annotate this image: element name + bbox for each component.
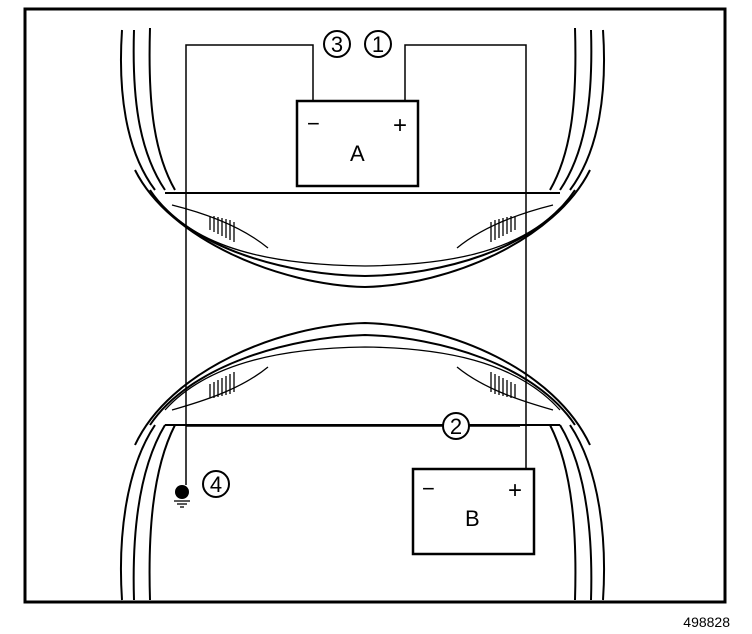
headlight-grille-left: [209, 216, 235, 242]
callout-3: 3: [323, 30, 351, 58]
figure-reference-code: 498828: [683, 614, 730, 630]
headlight-grille-bottom-left: [209, 372, 235, 398]
battery-a: − + A: [295, 99, 420, 188]
vehicle-bottom: [119, 321, 606, 601]
cable-1: [404, 44, 527, 469]
headlight-grille-bottom-right: [490, 372, 516, 398]
svg-text:4: 4: [210, 472, 222, 497]
battery-b: − + B: [411, 467, 536, 556]
cable-3: [185, 44, 314, 485]
battery-b-plus: +: [508, 477, 522, 504]
ground-icon: [174, 485, 190, 508]
svg-text:2: 2: [450, 414, 462, 439]
svg-text:1: 1: [372, 32, 384, 57]
battery-b-minus: −: [422, 476, 435, 501]
callout-4: 4: [202, 470, 230, 498]
svg-text:3: 3: [331, 32, 343, 57]
callout-2: 2: [442, 412, 470, 440]
battery-a-minus: −: [307, 111, 320, 136]
callout-1: 1: [364, 30, 392, 58]
battery-b-label: B: [465, 506, 480, 531]
battery-a-plus: +: [393, 112, 407, 139]
vehicle-top: [119, 27, 606, 289]
battery-a-label: A: [350, 141, 365, 166]
diagram-frame: [23, 7, 727, 604]
headlight-grille-right: [490, 216, 516, 242]
